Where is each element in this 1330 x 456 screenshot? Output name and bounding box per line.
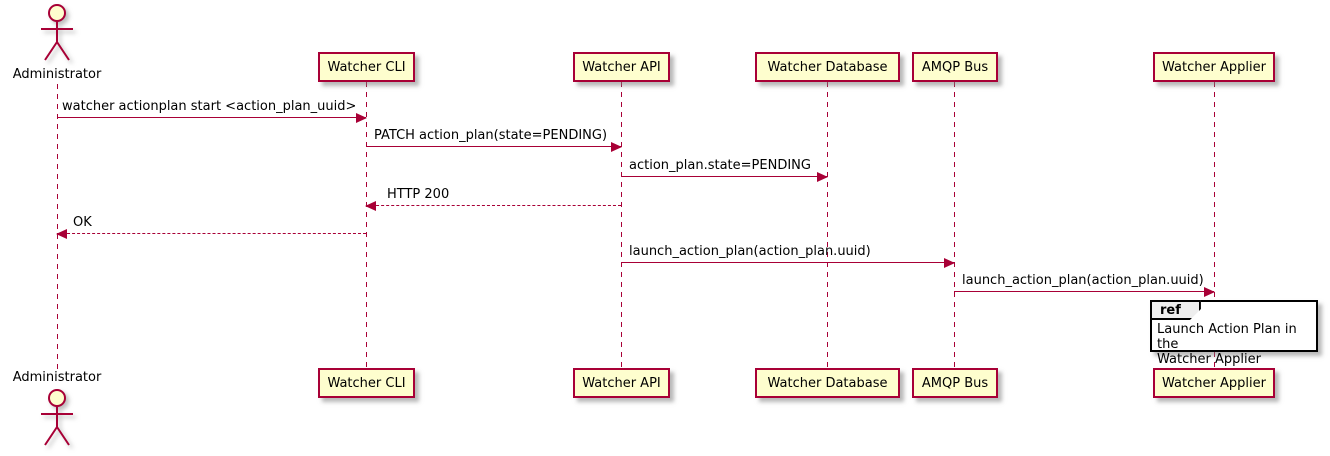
lifeline-watcher-cli	[366, 82, 367, 368]
message-patch-action-plan: PATCH action_plan(state=PENDING)	[366, 128, 622, 152]
message-label: HTTP 200	[387, 187, 450, 202]
lifeline-administrator	[57, 84, 58, 369]
arrowhead-right-icon	[944, 258, 955, 268]
message-actionplan-start: watcher actionplan start <action_plan_uu…	[57, 99, 367, 123]
participant-amqp-bus-top: AMQP Bus	[912, 52, 998, 82]
message-label: PATCH action_plan(state=PENDING)	[374, 128, 608, 143]
message-ok: OK	[56, 215, 366, 239]
message-label: action_plan.state=PENDING	[629, 158, 811, 173]
ref-text-line: Watcher Applier	[1157, 352, 1261, 367]
message-http-200: HTTP 200	[365, 187, 621, 211]
lifeline-watcher-api	[621, 82, 622, 368]
message-label: launch_action_plan(action_plan.uuid)	[962, 273, 1204, 288]
participant-watcher-cli-top: Watcher CLI	[318, 52, 415, 82]
message-launch-action-plan-bus: launch_action_plan(action_plan.uuid)	[621, 244, 955, 268]
message-label: OK	[73, 215, 92, 230]
actor-icon	[41, 389, 73, 446]
arrowhead-right-icon	[356, 113, 367, 123]
participant-watcher-database-top: Watcher Database	[755, 52, 900, 82]
ref-body: Launch Action Plan in the Watcher Applie…	[1152, 302, 1316, 367]
actor-icon	[41, 4, 73, 61]
lifeline-watcher-database	[827, 82, 828, 368]
message-state-pending: action_plan.state=PENDING	[621, 158, 828, 182]
message-label: watcher actionplan start <action_plan_uu…	[62, 99, 357, 114]
actor-label-bottom: Administrator	[12, 370, 102, 385]
participant-watcher-api-top: Watcher API	[573, 52, 670, 82]
message-label: launch_action_plan(action_plan.uuid)	[629, 244, 871, 259]
participant-watcher-applier-bottom: Watcher Applier	[1153, 368, 1275, 398]
ref-fragment: ref Launch Action Plan in the Watcher Ap…	[1150, 300, 1318, 367]
lifeline-amqp-bus	[954, 82, 955, 368]
participant-watcher-api-bottom: Watcher API	[573, 368, 670, 398]
arrowhead-left-icon	[365, 201, 376, 211]
participant-watcher-applier-top: Watcher Applier	[1153, 52, 1275, 82]
arrowhead-right-icon	[611, 142, 622, 152]
arrowhead-right-icon	[817, 172, 828, 182]
participant-amqp-bus-bottom: AMQP Bus	[912, 368, 998, 398]
arrowhead-right-icon	[1204, 287, 1215, 297]
actor-label-top: Administrator	[12, 67, 102, 82]
message-launch-action-plan-applier: launch_action_plan(action_plan.uuid)	[954, 273, 1215, 297]
participant-watcher-cli-bottom: Watcher CLI	[318, 368, 415, 398]
participant-watcher-database-bottom: Watcher Database	[755, 368, 900, 398]
lifeline-watcher-applier	[1214, 82, 1215, 368]
ref-text-line: Launch Action Plan in the	[1157, 322, 1297, 352]
arrowhead-left-icon	[56, 229, 67, 239]
